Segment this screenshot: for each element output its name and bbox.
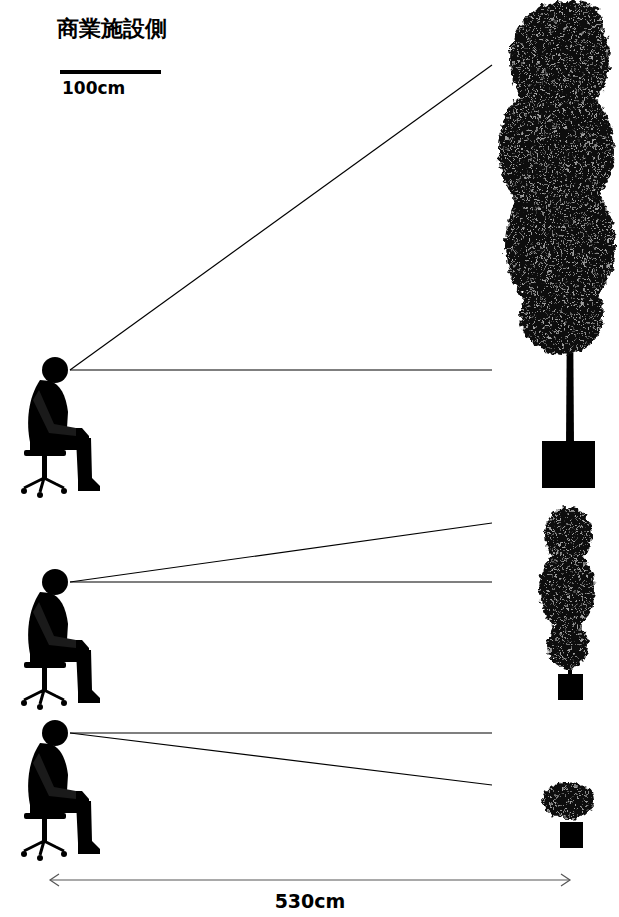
medium-tree xyxy=(539,507,595,700)
seated-person xyxy=(21,569,100,710)
seated-person xyxy=(21,357,100,498)
dimension-line xyxy=(50,874,570,886)
sight-lines xyxy=(70,65,492,785)
seated-person xyxy=(21,720,100,861)
scale-bar xyxy=(60,70,161,74)
tall-tree xyxy=(498,1,615,488)
small-tree xyxy=(542,782,594,848)
scale-label: 100cm xyxy=(62,78,125,98)
dimension-label: 530cm xyxy=(275,890,346,912)
heading: 商業施設側 xyxy=(57,14,167,44)
